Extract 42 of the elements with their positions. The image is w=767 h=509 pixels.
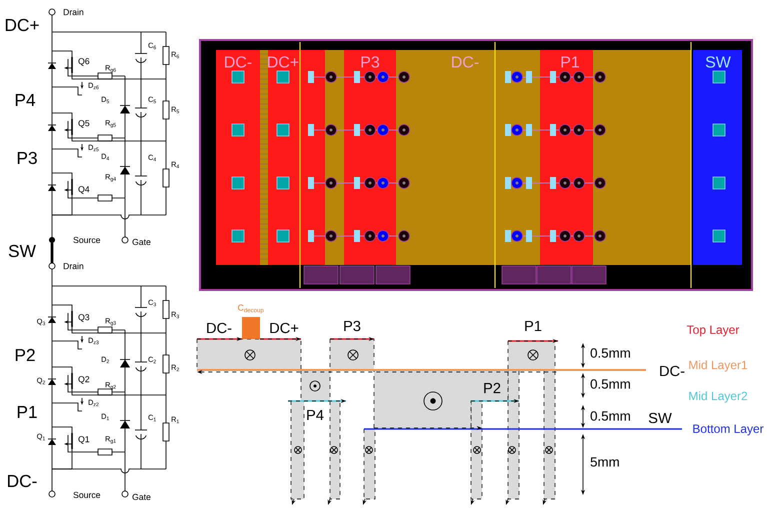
layer-label: Mid Layer2 — [689, 391, 748, 403]
dimension-label: 0.5mm — [590, 379, 630, 389]
net-label: P3 — [18, 152, 37, 164]
dimension-label: 5mm — [590, 457, 619, 467]
net-label: SW — [8, 244, 36, 258]
net-label: P3 — [362, 56, 380, 68]
net-label: P3 — [344, 320, 360, 332]
component-label: Q6 — [78, 58, 90, 66]
net-label: SW — [706, 56, 731, 68]
dimension-label: 0.5mm — [590, 348, 630, 358]
net-label: SW — [648, 412, 672, 424]
net-label: P4 — [307, 410, 324, 420]
net-label: P4 — [16, 94, 36, 106]
net-label: DC- — [452, 56, 478, 68]
net-label: P2 — [484, 382, 500, 394]
net-label: DC+ — [270, 322, 298, 334]
net-label: P1 — [18, 406, 37, 418]
net-label: DC- — [225, 56, 252, 68]
net-label: DC- — [660, 366, 684, 376]
terminal-label: Drain — [64, 8, 84, 16]
component-label: Q2 — [78, 376, 90, 384]
net-label: DC+ — [6, 18, 39, 32]
layer-label: Bottom Layer — [693, 424, 764, 436]
terminal-label: Gate — [132, 238, 150, 246]
component-label: Q4 — [78, 186, 90, 194]
layer-label: Top Layer — [686, 326, 740, 336]
component-label: C$_{decoup}$ — [238, 304, 264, 314]
component-label: Q3 — [78, 314, 90, 322]
net-label: P1 — [562, 56, 579, 68]
net-label: P1 — [525, 320, 542, 332]
net-label: DC- — [8, 474, 37, 488]
terminal-label: Gate — [132, 494, 150, 500]
net-label: P2 — [16, 348, 35, 362]
terminal-label: Source — [73, 492, 100, 498]
layer-label: Mid Layer1 — [689, 360, 748, 372]
component-label: Q1 — [78, 436, 90, 444]
dimension-label: 0.5mm — [590, 411, 630, 421]
net-label: DC+ — [268, 56, 298, 68]
terminal-label: Source — [73, 236, 100, 244]
component-label: Q5 — [78, 120, 90, 128]
net-label: DC- — [207, 322, 232, 334]
terminal-label: Drain — [64, 262, 84, 270]
